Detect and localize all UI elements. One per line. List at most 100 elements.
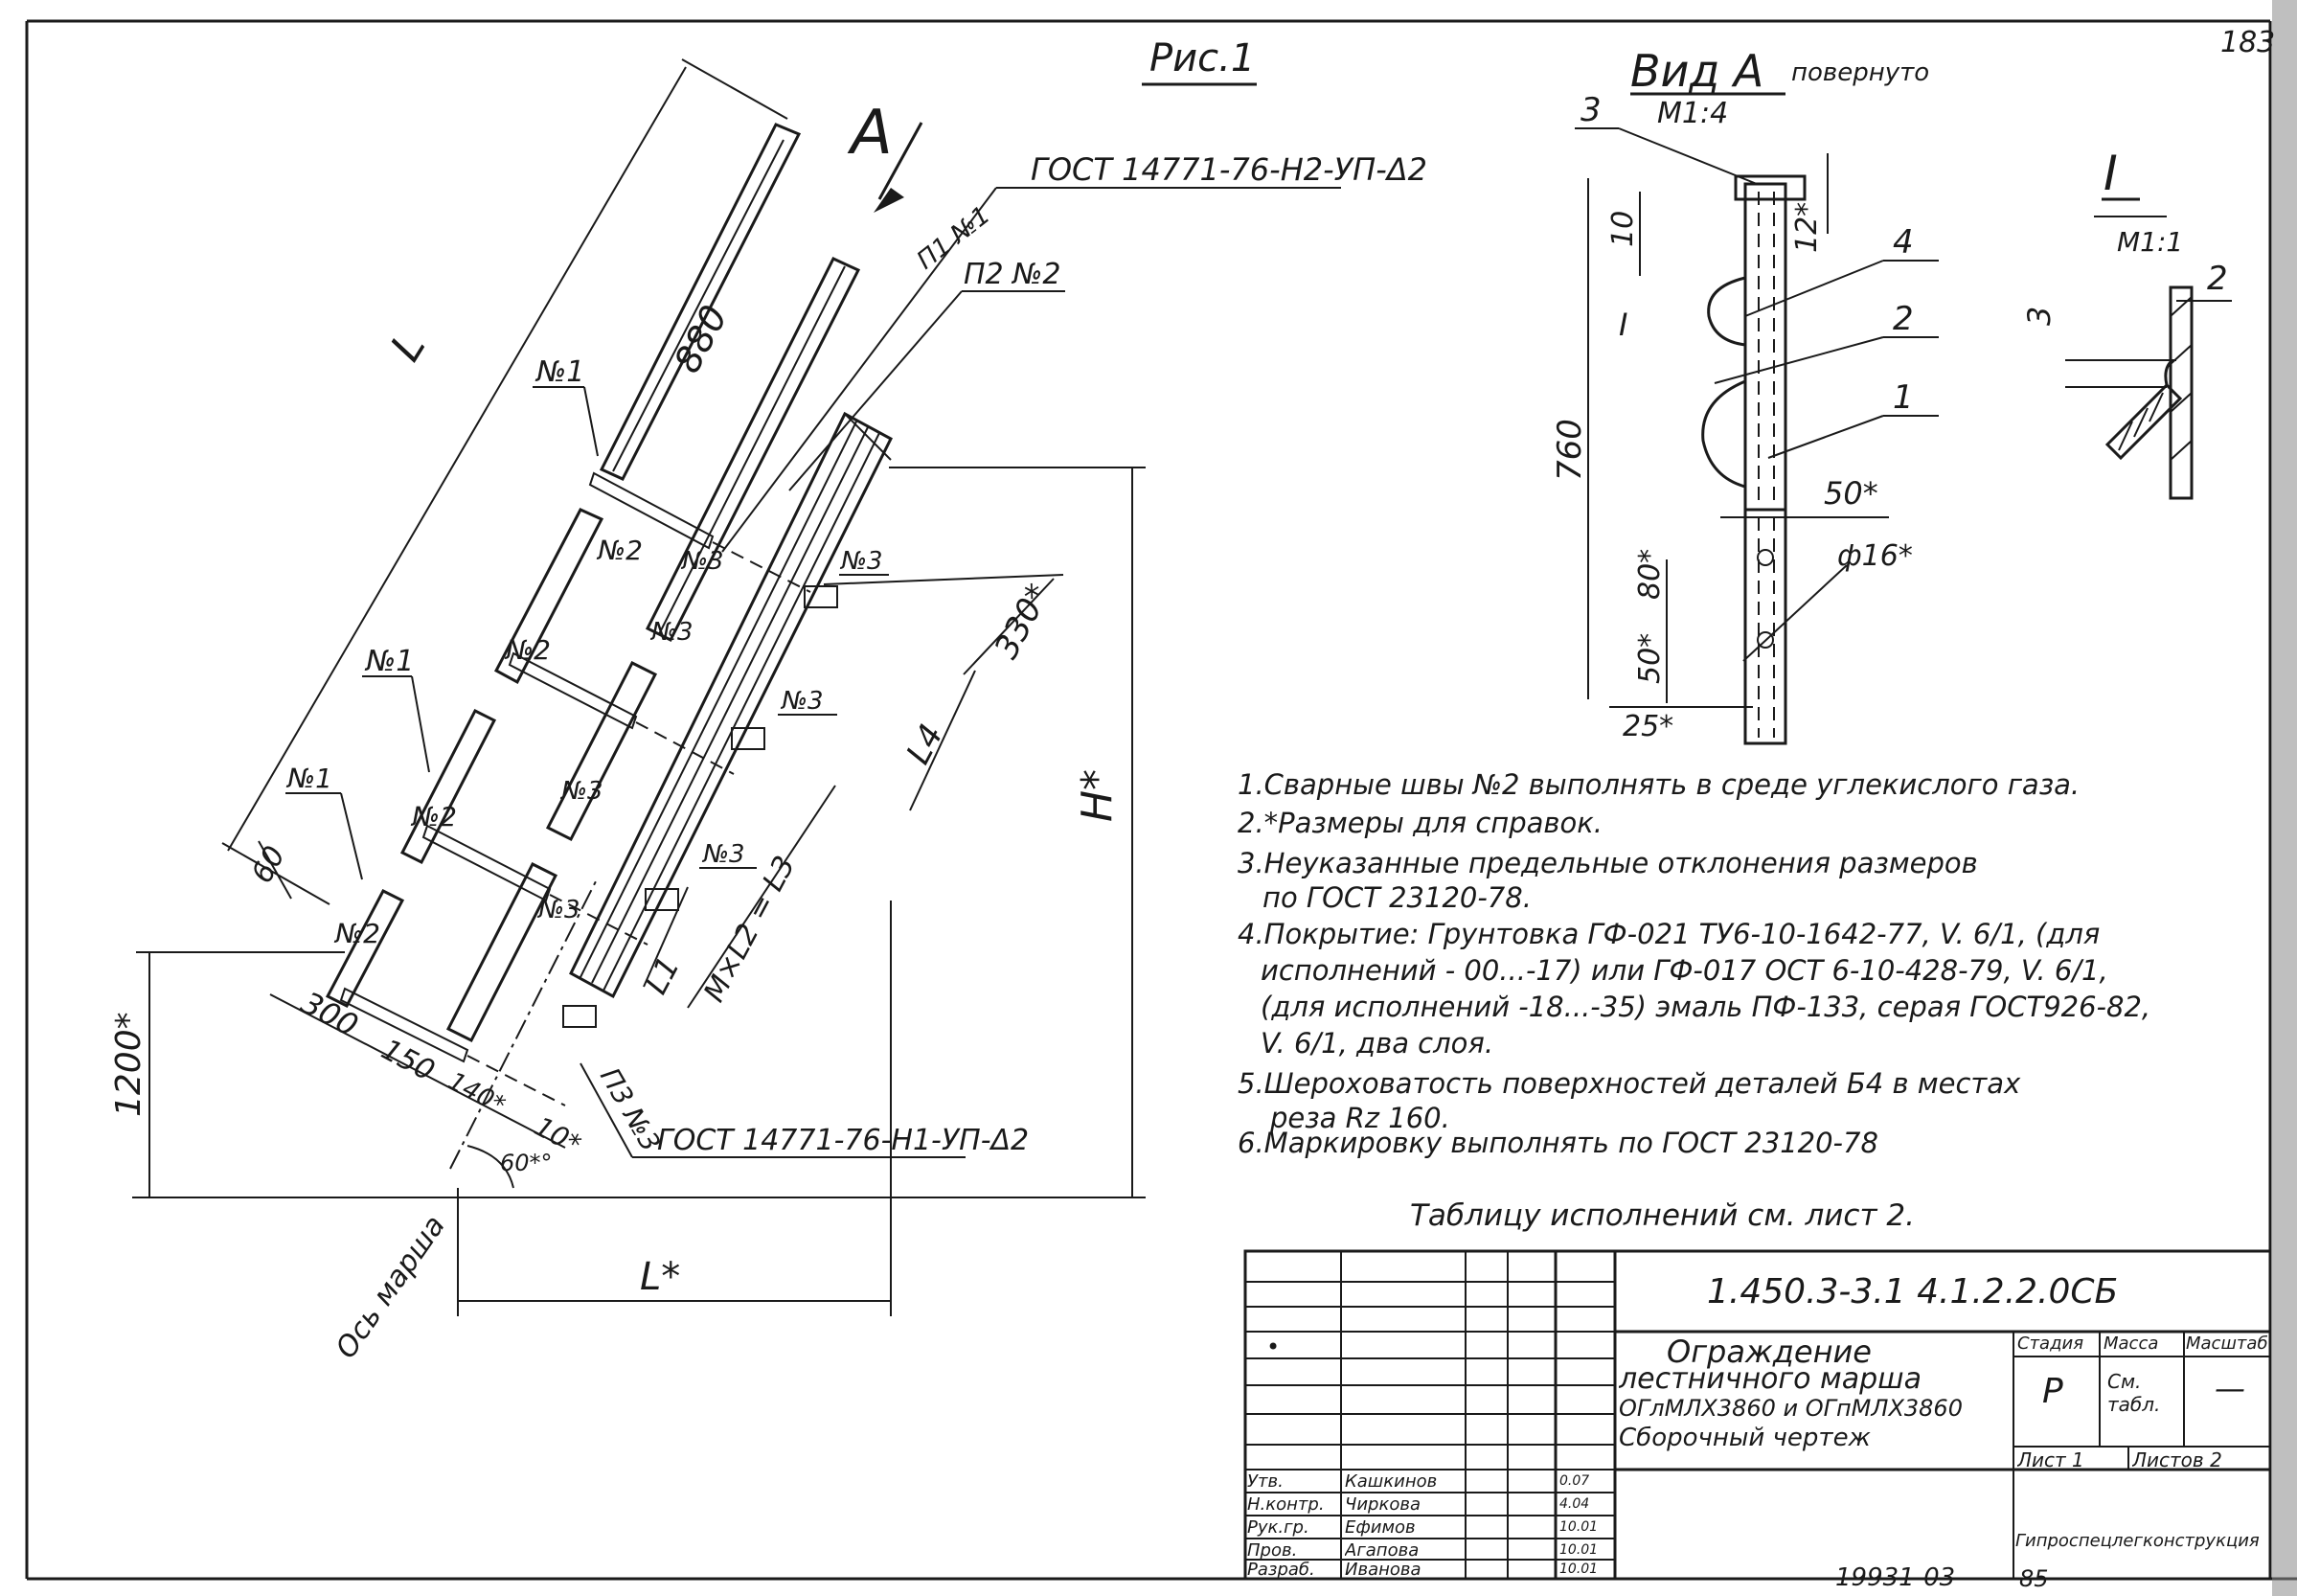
tb-mass-header: Масса [2104,1334,2159,1354]
p3-label: П3 №3 [594,1062,667,1157]
stringer-p3-line1 [580,421,857,978]
view-a-arrowhead [874,188,904,213]
view-a-hole-2 [1757,631,1774,649]
stringer-p3-line2 [591,426,869,984]
dim-10-va-label: 10 [1606,211,1640,247]
tb-signer-date-3: 10.01 [1559,1519,1599,1535]
railing-assembly [325,123,893,1170]
note-3: 3.Неуказанные предельные отклонения разм… [1238,847,1978,879]
detail-i-bar-hatch2 [2133,407,2149,438]
handrail-p1 [599,123,802,481]
view-a-title: Вид А [1630,45,1763,97]
p2-label: П2 №2 [964,258,1060,291]
view-a-pos4: 4 [1893,223,1914,262]
plate-4 [562,1005,597,1028]
detail-i-plate-hatch3 [2170,392,2193,413]
stringer-p3-line3 [603,432,880,992]
view-a-hole-1 [1757,549,1774,566]
dim-L-line [227,66,687,852]
leader-gost-top-diag [721,187,997,553]
weld-n3-d: №3 [780,687,824,716]
dim-330-label: 330* [988,578,1058,665]
note-4-cont3: V. 6/1, два слоя. [1261,1027,1494,1060]
dim-phi-label: ф16* [1837,539,1913,573]
tb-signer-name-3: Ефимов [1345,1517,1416,1538]
weld-markers: №1 №1 №1 №2 №2 №2 №2 №3 №3 №3 №3 №3 №3 №… [285,355,889,949]
tb-name-line-2: лестничного марша [1619,1362,1922,1396]
dim-60deg-label: 60*° [500,1150,553,1176]
tb-scale-header: Масштаб [2186,1334,2268,1354]
handrail-p1-base [399,708,497,865]
corner-number: 183 [2220,26,2275,59]
view-a-loop-lower [1701,379,1746,489]
view-a-body-top [1743,182,1787,512]
tb-sheets-label: Листов 2 [2132,1448,2222,1471]
detail-i-pos2: 2 [2207,260,2228,298]
dim-880-label: 880 [666,299,736,380]
dim-L-label: L [381,324,435,370]
weld-n3-f: №3 [701,840,745,869]
dim-60-line [258,840,292,900]
detail-i: I М1:1 3 2 [2021,146,2232,500]
plate-1 [804,585,838,608]
dim-330-ext [823,574,1064,585]
view-a-pos1: 1 [1893,378,1914,417]
weld-n1-b: №1 [364,645,414,678]
plate-3 [645,888,679,911]
weld-n1-a: №1 [534,355,584,389]
baluster-1 [588,471,715,550]
view-a-pos3-leader2 [1618,127,1758,185]
rail-p2-upper [645,257,861,643]
tb-stage-value: Р [2042,1372,2063,1411]
weld-n1-a-leader2 [583,386,599,457]
axis-label: Ось марша [330,1210,452,1365]
view-a-arrow [877,122,923,200]
dim-L1-label: L1 [638,950,687,1000]
dim-L4-label: L4 [899,718,951,771]
tb-name-line-3: ОГлМЛХ3860 и ОГпМЛХ3860 [1619,1395,1963,1422]
baluster-3 [421,824,552,902]
view-a-pos1-leader2 [1767,415,1884,459]
tb-signer-date-4: 10.01 [1559,1542,1599,1558]
dim-Lstar-label: L* [640,1255,680,1299]
rail-p2-inner [658,265,846,635]
weld-n2-b: №2 [504,634,551,666]
weld-n3-a: №3 [680,547,724,576]
note-1: 1.Сварные швы №2 выполнять в среде углек… [1238,768,2081,801]
rail-p2-low [445,861,558,1043]
dim-25-label: 25* [1623,710,1673,743]
detail-i-pos3: 3 [2021,307,2058,326]
weld-n3-b: №3 [839,547,883,576]
dim-L-ext-top [681,58,788,120]
handrail-p1-foot [325,889,405,1008]
tb-signer-name-4: Агапова [1345,1540,1420,1561]
stringer-p3 [569,411,893,999]
dim-L-ext-bottom [221,842,330,905]
tb-scale-value: — [2215,1370,2245,1406]
dim-140-label: 140* [443,1067,510,1121]
note-2: 2.*Размеры для справок. [1238,807,1603,839]
view-a-pos2-leader2 [1714,336,1884,384]
tb-signer-role-5: Разраб. [1247,1560,1315,1580]
gost-top-label: ГОСТ 14771-76-Н2-УП-Δ2 [1031,151,1427,188]
view-a-letter: А [847,98,893,169]
weld-n3-c: №3 [649,618,694,647]
dim-H-label: H* [1073,769,1122,822]
note-4-cont1: исполнений - 00...-17) или ГФ-017 ОСТ 6-… [1261,954,2108,987]
figure-title: Рис.1 [1149,36,1255,80]
scan-edge-right [2272,0,2297,1596]
baluster-4 [339,987,469,1063]
dim-ML2-line [687,785,836,1009]
weld-n1-c-leader2 [340,792,363,880]
tb-signer-date-2: 4.04 [1559,1496,1590,1512]
weld-n3-e: №3 [559,777,603,806]
view-a: Вид А повернуто М1:4 760 10 12* 50* 80* … [1551,45,1939,745]
tb-signer-role-1: Утв. [1247,1471,1284,1492]
handrail-p1-lower [493,508,604,685]
plate-2 [731,727,765,750]
dim-330-line [963,578,1055,675]
detail-i-scale: М1:1 [2117,226,2183,258]
view-a-pos2: 2 [1893,300,1914,338]
dim-50b-label: 50* [1633,633,1667,684]
